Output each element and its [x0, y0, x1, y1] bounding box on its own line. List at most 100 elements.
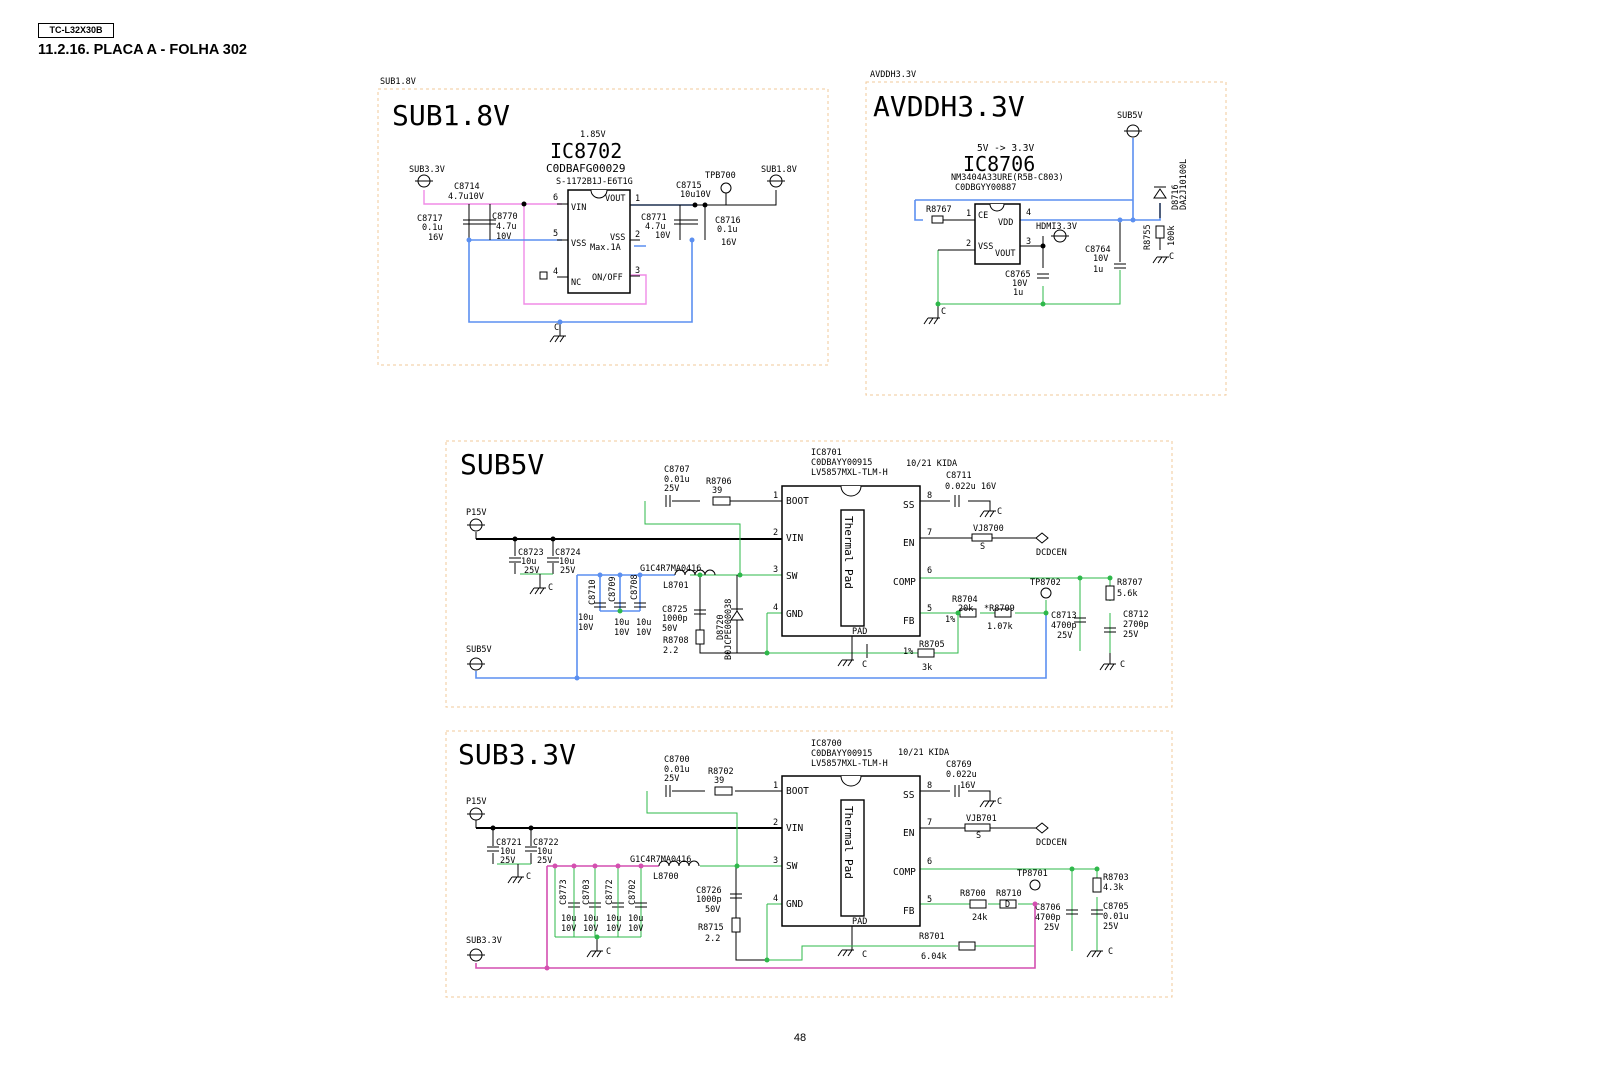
sub5-pin5: 5	[927, 604, 932, 614]
sub3-r-bot-val: 6.04k	[921, 952, 947, 962]
sub5-r-bot-ref: R8705	[919, 640, 945, 650]
sub5-en-label: DCDCEN	[1036, 548, 1067, 558]
sub3-node	[592, 863, 598, 869]
sub3-node	[490, 825, 496, 831]
sub5-c-in2-val: 10u	[559, 557, 574, 567]
sub3-c-out2-val: 10u	[583, 914, 598, 924]
sub18-gnd	[549, 335, 567, 343]
sub3-pin7: 7	[927, 818, 932, 828]
sub18-c8716-ref: C8716	[715, 216, 741, 226]
sub3-c-ss-volt: 16V	[960, 781, 975, 791]
avdd-node	[935, 301, 941, 307]
sub5-c-in1	[508, 557, 522, 563]
sub5-c-in1-ref: C8723	[518, 548, 544, 558]
sub18-c8717-val: 0.1u	[422, 223, 442, 233]
sub5-ic-notch	[840, 485, 862, 497]
avdd-blue-net	[914, 138, 1161, 221]
avdd-d8716-part: DA2J10100L	[1179, 159, 1189, 210]
sub18-cap-wires	[468, 204, 706, 240]
avdd-pin3: 3	[1026, 237, 1031, 247]
avdd-pin-vout: VOUT	[995, 249, 1015, 259]
sub3-pin-gnd: GND	[786, 899, 803, 910]
sub3-c-out4-ref: C8702	[628, 879, 638, 905]
sub18-c8716-val: 0.1u	[717, 225, 737, 235]
sub5-node	[637, 572, 643, 578]
sub5-r-snub-ref: R8708	[663, 636, 689, 646]
sub3-c-boot	[665, 784, 671, 798]
sub18-c8771-val: 4.7u	[645, 222, 665, 232]
sub3-title: SUB3.3V	[458, 738, 576, 771]
sub5-ic-ref: IC8701	[811, 448, 842, 458]
avdd-c8765-val: 1u	[1013, 288, 1023, 298]
avdd-in-port	[1123, 124, 1143, 138]
sub5-c-snub-ref: C8725	[662, 605, 688, 615]
sub3-gnd-pad	[837, 949, 855, 957]
sub3-node	[638, 863, 644, 869]
sub18-pin1: 1	[635, 194, 640, 204]
sub3-c-boot-ref: C8700	[664, 755, 690, 765]
sub18-c8717-ref: C8717	[417, 214, 443, 224]
sub3-gnd-comp-label: C	[1108, 947, 1113, 957]
sub3-r-top-val: 24k	[972, 913, 987, 923]
sub3-pad-pin: PAD	[852, 917, 867, 927]
sub3-gnd-in-label: C	[526, 872, 531, 882]
avdd-c8764-val: 1u	[1093, 265, 1103, 275]
sub5-title: SUB5V	[460, 448, 544, 481]
sub18-node	[521, 201, 527, 207]
sub5-node	[1043, 610, 1049, 616]
avdd-pin-vss: VSS	[978, 242, 993, 252]
sub18-c8715-ref: C8715	[676, 181, 702, 191]
sub5-node	[617, 572, 623, 578]
sub5-c-comp-val: 4700p	[1051, 621, 1077, 631]
sub3-in-port	[466, 807, 486, 821]
avdd-ic-sub: C0DBGYY00887	[955, 183, 1016, 193]
sub3-pin5: 5	[927, 895, 932, 905]
sub3-node	[1094, 866, 1100, 872]
sub3-section: SUB3.3V IC8700 C0DBAYY00915 LV5857MXL-TL…	[445, 730, 1173, 998]
sub5-c-boot	[665, 494, 671, 508]
sub3-r-top	[969, 899, 987, 909]
sub18-node	[689, 237, 695, 243]
sub5-c-comp-volt: 25V	[1057, 631, 1072, 641]
sub5-c-comp2-volt: 25V	[1123, 630, 1138, 640]
sub5-gnd-pad-label: C	[862, 660, 867, 670]
sub3-c-comp-ref: C8706	[1035, 903, 1061, 913]
sub3-c-out4-volt: 10V	[628, 924, 643, 934]
sub3-c-snub-volt: 50V	[705, 905, 720, 915]
sub18-node	[702, 202, 708, 208]
sub5-c-snub-volt: 50V	[662, 624, 677, 634]
sub3-c-in2-volt: 25V	[537, 856, 552, 866]
avdd-ic-notch	[989, 203, 1005, 212]
sub5-diode-ref: D8720	[716, 614, 726, 640]
sub5-en-port	[1035, 532, 1049, 544]
sub5-c-out1-ref: C8710	[588, 579, 598, 605]
sub3-node	[1069, 866, 1075, 872]
sub18-out-port	[766, 174, 786, 188]
sub3-pin-sw: SW	[786, 861, 798, 872]
avdd-r8755	[1155, 225, 1165, 239]
sub3-c-out1-val: 10u	[561, 914, 576, 924]
sub18-pin5: 5	[553, 229, 558, 239]
sub5-c-in2	[546, 557, 560, 563]
avdd-section: AVDDH3.3V AVDDH3.3V 5V -> 3.3V IC8706 NM…	[865, 70, 1227, 396]
sub5-gnd-in	[529, 587, 547, 595]
sub3-r-comp-ref: R8703	[1103, 873, 1129, 883]
sub5-c-boot-ref: C8707	[664, 465, 690, 475]
sub5-node	[550, 536, 556, 542]
sub3-thermal-pad	[840, 799, 865, 917]
sub3-pin-comp: COMP	[893, 867, 916, 878]
sub5-c-comp2-ref: C8712	[1123, 610, 1149, 620]
sub5-r-top2	[994, 608, 1012, 618]
sub3-c-in1-volt: 25V	[500, 856, 515, 866]
sub5-pin-boot: BOOT	[786, 496, 809, 507]
sub5-r-bot	[917, 648, 935, 658]
sub3-pin3: 3	[773, 856, 778, 866]
sub5-diode	[730, 610, 744, 621]
sub5-r-top-ref: R8704	[952, 595, 978, 605]
sub3-node	[764, 957, 770, 963]
sub18-ic-body	[567, 189, 631, 294]
sub5-frame	[445, 440, 1173, 708]
sub5-r-comp-ref: R8707	[1117, 578, 1143, 588]
sub3-r-snub	[731, 917, 741, 933]
sub3-inductor	[658, 860, 700, 867]
